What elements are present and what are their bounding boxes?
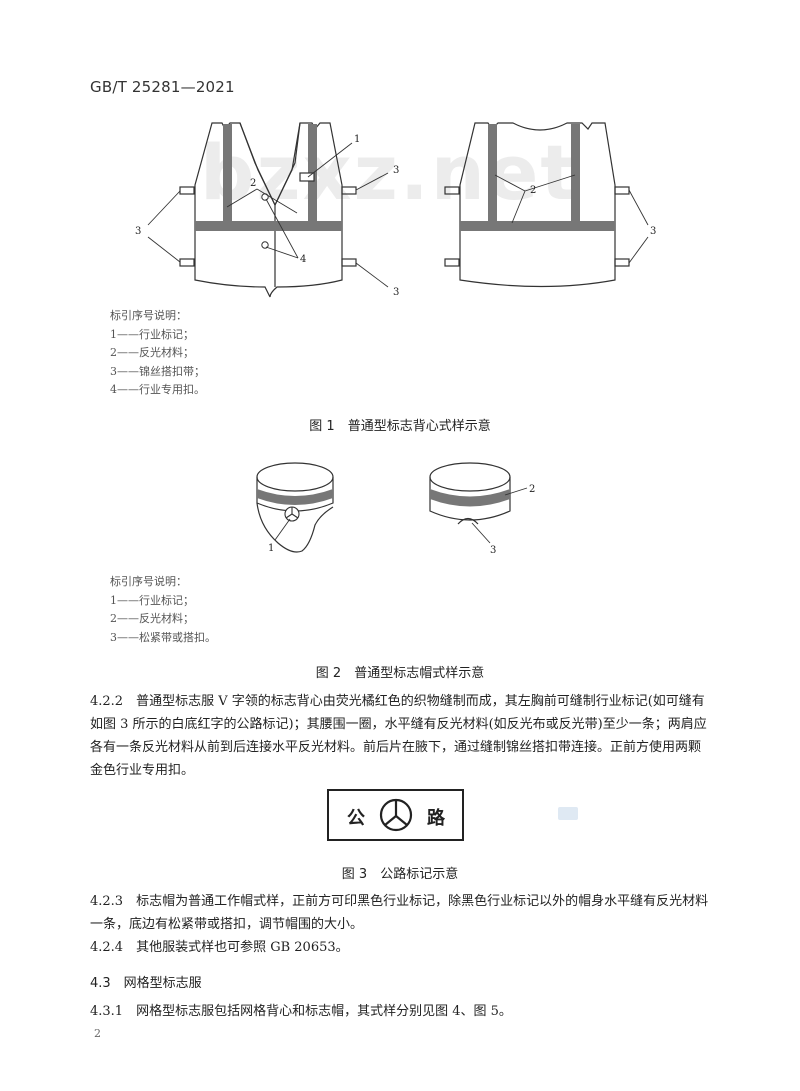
callout-2: 2	[250, 178, 256, 189]
legend-item: 1——行业标记；	[110, 327, 194, 341]
figure-2-cap-diagram: 1 2 3	[256, 462, 535, 556]
figure-3-caption: 图 3 公路标记示意	[341, 867, 459, 882]
callout-4: 4	[300, 254, 306, 265]
legend-title: 标引序号说明：	[110, 575, 187, 588]
page-number: 2	[94, 1027, 101, 1040]
standard-code: GB/T 25281—2021	[90, 78, 235, 96]
cap-callout-1: 1	[268, 543, 274, 554]
sign-char-left: 公	[347, 808, 365, 829]
cap-callout-2: 2	[529, 484, 535, 495]
legend-item: 3——松紧带或搭扣。	[110, 630, 216, 644]
callout-3-front-right-bottom: 3	[393, 287, 399, 298]
clause-4-3-1: 4.3.1 网格型标志服包括网格背心和标志帽，其式样分别见图 4、图 5。	[90, 1004, 512, 1019]
legend-item: 2——反光材料；	[110, 612, 194, 625]
figure-2-caption: 图 2 普通型标志帽式样示意	[315, 666, 485, 681]
callout-3-back-right: 3	[650, 226, 656, 237]
callout-3-front-left: 3	[135, 226, 141, 237]
legend-item: 3——锦丝搭扣带；	[110, 364, 205, 378]
cap-callout-3: 3	[490, 545, 496, 556]
legend-item: 1——行业标记；	[110, 593, 194, 607]
figure-1-vest-diagram: 1 2 4 3 3 3 2 3	[135, 122, 656, 298]
figure-1-legend: 标引序号说明： 1——行业标记； 2——反光材料； 3——锦丝搭扣带； 4——行…	[110, 307, 205, 400]
stamp-mark	[558, 807, 578, 820]
clause-4-2-4: 4.2.4 其他服装式样也可参照 GB 20653。	[90, 940, 349, 955]
road-mark-sign: 公 路	[327, 789, 464, 841]
clause-4-2-3: 4.2.3 标志帽为普通工作帽式样，正前方可印黑色行业标记，除黑色行业标记以外的…	[90, 894, 709, 932]
legend-title: 标引序号说明：	[110, 309, 187, 322]
callout-1: 1	[354, 134, 360, 145]
figure-1-caption: 图 1 普通型标志背心式样示意	[309, 419, 491, 434]
legend-item: 2——反光材料；	[110, 346, 194, 359]
three-pointed-emblem-icon	[379, 798, 413, 832]
section-heading-4-3: 4.3 网格型标志服	[90, 976, 202, 991]
figure-2-legend: 标引序号说明： 1——行业标记； 2——反光材料； 3——松紧带或搭扣。	[110, 573, 216, 647]
callout-3-front-right-top: 3	[393, 165, 399, 176]
sign-char-right: 路	[427, 808, 445, 829]
clause-4-2-2: 4.2.2 普通型标志服 V 字领的标志背心由荧光橘红色的织物缝制而成，其左胸前…	[90, 694, 707, 778]
legend-item: 4——行业专用扣。	[110, 383, 205, 396]
callout-2-back: 2	[530, 185, 536, 196]
